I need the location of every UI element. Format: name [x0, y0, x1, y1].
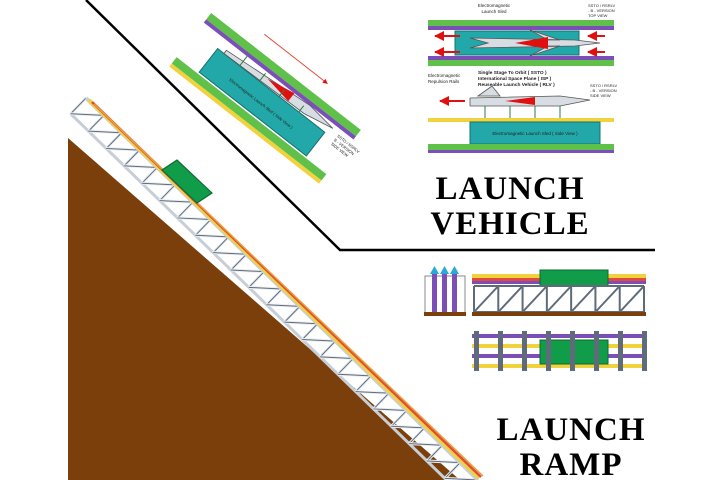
vehicle-side-view: Electromagnetic Repulsion Rails Single S… [428, 70, 618, 153]
truss-diagonal-edge [195, 234, 229, 238]
plan-tie [570, 331, 575, 371]
truss-vertical-edge [141, 167, 158, 184]
truss-vertical-edge [159, 184, 176, 201]
top-view-title-line1: Electromagnetic [478, 3, 511, 8]
truss-diagonal-edge [320, 356, 354, 359]
plan-tie [498, 331, 503, 371]
truss-vertical-edge [301, 323, 318, 340]
ramp-truss [69, 96, 479, 480]
truss-vertical-edge [248, 271, 265, 288]
truss-diagonal-edge [141, 182, 176, 186]
truss-vertical-edge [391, 410, 408, 427]
truss-vertical-edge [426, 444, 443, 462]
truss-diagonal-edge [177, 217, 211, 221]
truss-diagonal-edge [248, 286, 283, 290]
launch-ramp-heading-line1: LAUNCH [496, 412, 646, 448]
sled-side-label: Electromagnetic Launch Sled ( Side View … [492, 131, 578, 136]
spaceplane-side-view [469, 85, 591, 107]
truss-vertical-edge [337, 358, 354, 375]
truss-vertical-edge [355, 375, 372, 392]
side-tag-line2: - B - VERSION [590, 88, 617, 93]
plan-tie [546, 331, 551, 371]
side-truss-brace [570, 285, 597, 313]
truss-vertical-edge [123, 149, 140, 167]
caption-line3: Reuseable Launch Vehicle ( RLV ) [478, 82, 555, 88]
ramp-cross-section [424, 266, 466, 316]
truss-diagonal-edge [337, 373, 372, 377]
repulsion-label-line1: Electromagnetic [428, 73, 461, 78]
caption-line2: International Space Plane ( ISP ) [478, 76, 552, 82]
launch-ramp-heading-line2: RAMP [519, 447, 623, 480]
top-view-tag-line3: TOP VIEW [588, 13, 608, 18]
truss-vertical-edge [70, 97, 87, 115]
truss-vertical-edge [373, 392, 390, 410]
ramp-side-elevation [472, 269, 646, 316]
plan-tie [522, 331, 527, 371]
truss-diagonal-edge [159, 200, 193, 203]
truss-diagonal-edge [88, 130, 122, 134]
truss-vertical-edge [230, 253, 247, 271]
repulsion-label-line2: Repulsion Rails [428, 79, 460, 84]
top-view-tag-line1: SSTO / RSRLV [588, 3, 616, 8]
launch-ramp-side-view [68, 96, 484, 480]
ramp-rail-stack [84, 96, 484, 480]
side-tag-line3: SIDE VIEW [590, 93, 611, 98]
truss-vertical-edge [284, 306, 301, 323]
ramp-plan-view [472, 331, 647, 371]
caption-line1: Single Stage To Orbit ( SSTO ) [478, 70, 547, 76]
launch-vehicle-heading: LAUNCH VEHICLE [422, 172, 598, 242]
side-truss-brace [546, 285, 572, 313]
truss-vertical-edge [408, 427, 425, 445]
truss-vertical-edge [212, 236, 229, 254]
side-truss-brace [497, 285, 524, 313]
top-view-title-line2: Launch Sled [481, 9, 507, 14]
truss-diagonal-edge [426, 460, 461, 464]
plan-tie [594, 331, 599, 371]
truss-vertical-edge [105, 132, 122, 149]
spaceplane-side-arrow [505, 97, 535, 105]
truss-vertical-edge [319, 340, 336, 358]
side-truss-brace [473, 285, 500, 313]
truss-diagonal-edge [230, 269, 265, 273]
spaceplane-top-arrow [515, 37, 548, 49]
truss-vertical-edge [88, 115, 105, 132]
top-view-tag-line2: - B - VERSION [588, 8, 615, 13]
plan-tie [474, 331, 479, 371]
tilted-spaceplane-arrow [267, 78, 295, 102]
launch-ramp-heading: LAUNCH RAMP [486, 413, 656, 480]
truss-diagonal-edge [70, 113, 104, 116]
side-truss-brace [594, 285, 621, 313]
side-truss-brace [521, 285, 548, 313]
truss-vertical-edge [195, 219, 212, 236]
side-truss-brace [618, 285, 645, 313]
truss-diagonal-edge [409, 443, 443, 446]
launch-vehicle-heading-line1: LAUNCH [435, 171, 585, 207]
truss-diagonal-edge [266, 304, 300, 307]
truss-diagonal-edge [284, 321, 318, 325]
truss-vertical-edge [444, 462, 461, 479]
section-divider-line [85, 0, 655, 252]
truss-diagonal-edge [355, 391, 389, 394]
truss-vertical-edge [266, 288, 283, 306]
truss-diagonal-edge [213, 252, 247, 255]
tilted-vehicle-on-sled: Electromagnetic Launch Sled ( Side View … [169, 13, 361, 184]
truss-diagonal-edge [302, 338, 336, 342]
launch-vehicle-heading-line2: VEHICLE [430, 206, 590, 242]
truss-diagonal-edge [106, 147, 140, 151]
plan-tie [618, 331, 623, 371]
ramp-launch-sled [161, 159, 213, 204]
truss-diagonal-edge [373, 408, 407, 412]
truss-vertical-edge [177, 201, 194, 219]
vehicle-top-view: Electromagnetic Launch Sled SSTO / RSRLV… [428, 3, 616, 66]
truss-diagonal-edge [391, 425, 425, 429]
tilted-sled-struts [239, 56, 305, 113]
mountain-slope [68, 138, 460, 480]
truss-diagonal-edge [124, 165, 158, 168]
side-tag-line1: SSTO / RSRLV [590, 83, 618, 88]
plan-tie [642, 331, 647, 371]
